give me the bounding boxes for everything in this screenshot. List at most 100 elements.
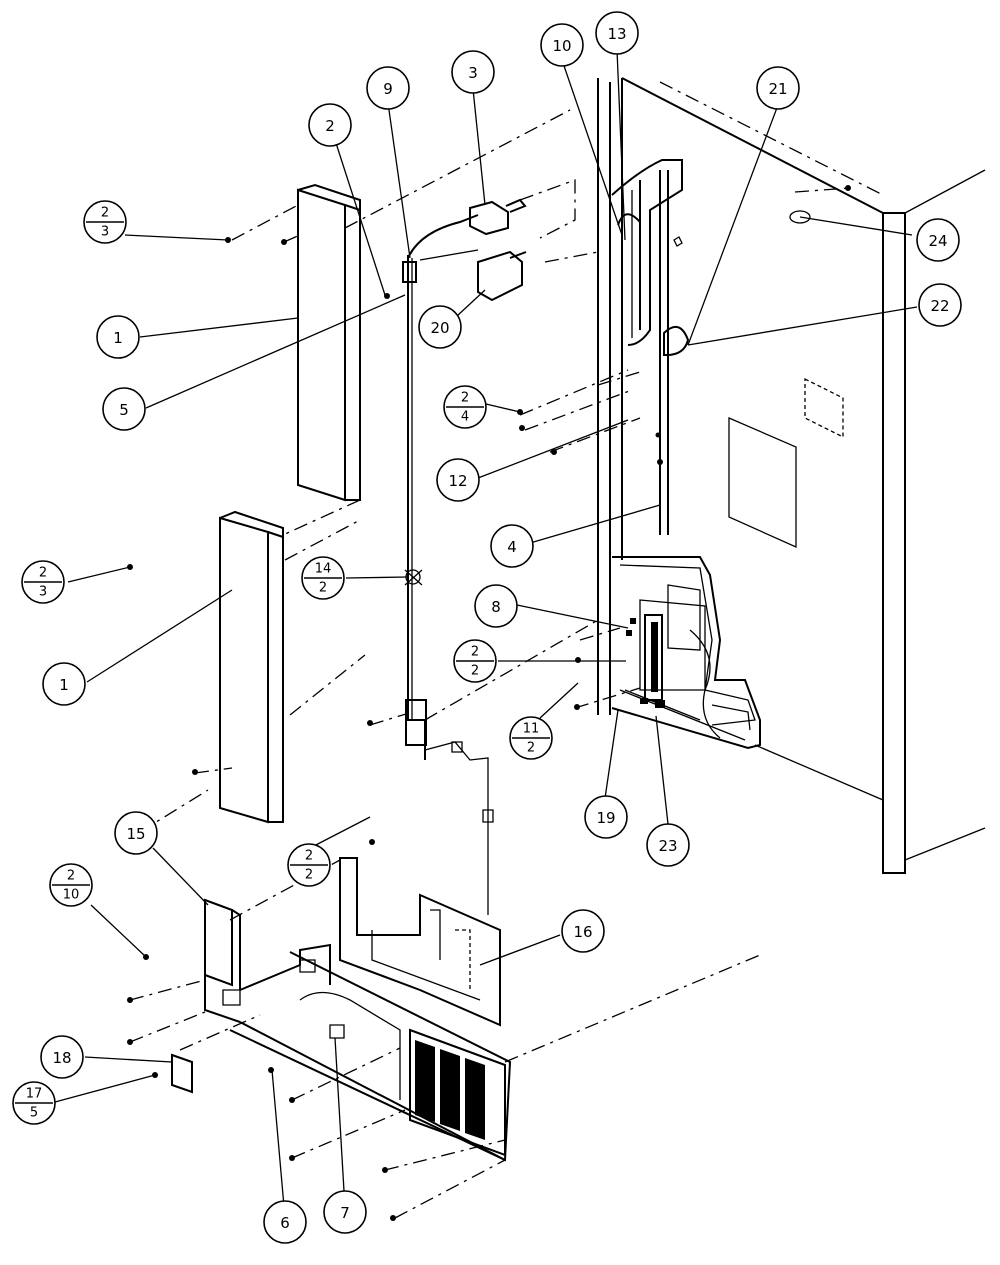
callout-c18: 18 xyxy=(40,1035,84,1079)
callout-c20: 20 xyxy=(418,305,462,349)
callout-number: 2 xyxy=(67,869,75,884)
callout-circle xyxy=(451,50,495,94)
callout-number: 13 xyxy=(607,25,626,43)
callout-number: 21 xyxy=(768,80,787,98)
base-assembly xyxy=(171,898,512,1162)
callout-c1b: 1 xyxy=(42,662,86,706)
callout-number: 20 xyxy=(430,319,449,337)
callout-c22: 22 xyxy=(918,283,962,327)
callout-circle xyxy=(263,1200,307,1244)
callout-quantity: 10 xyxy=(63,888,80,903)
callout-c7: 7 xyxy=(323,1190,367,1234)
callout-c4: 4 xyxy=(490,524,534,568)
callout-number: 15 xyxy=(126,825,145,843)
callout-circle xyxy=(918,283,962,327)
callout-number: 23 xyxy=(658,837,677,855)
callout-c5: 5 xyxy=(102,387,146,431)
callout-circle xyxy=(42,662,86,706)
callout-number: 3 xyxy=(468,64,478,82)
callout-quantity: 5 xyxy=(30,1106,38,1121)
callout-c2-4: 24 xyxy=(443,385,487,429)
callout-c2-3a: 23 xyxy=(83,200,127,244)
callout-number: 2 xyxy=(461,391,469,406)
callout-circle xyxy=(490,524,534,568)
callout-number: 6 xyxy=(280,1214,290,1232)
water-tube xyxy=(402,214,494,915)
callout-c12: 12 xyxy=(436,458,480,502)
callout-number: 18 xyxy=(52,1049,71,1067)
callout-circle xyxy=(474,584,518,628)
callout-leaders xyxy=(54,49,918,1219)
callout-circle xyxy=(366,66,410,110)
dispenser-channel xyxy=(611,159,690,535)
callout-c1a: 1 xyxy=(96,315,140,359)
callout-quantity: 4 xyxy=(461,410,469,425)
callout-c15: 15 xyxy=(114,811,158,855)
callout-number: 10 xyxy=(552,37,571,55)
callout-number: 22 xyxy=(930,297,949,315)
callout-c2-2a: 22 xyxy=(453,639,497,683)
callout-circle xyxy=(756,66,800,110)
callout-number: 5 xyxy=(119,401,129,419)
callout-c2-3b: 23 xyxy=(21,560,65,604)
callout-number: 2 xyxy=(39,566,47,581)
callout-c11-2: 112 xyxy=(509,716,553,760)
callout-c2-2b: 22 xyxy=(287,843,331,887)
callout-circle xyxy=(540,23,584,67)
callout-quantity: 3 xyxy=(101,225,109,240)
callout-circle xyxy=(114,811,158,855)
fasteners xyxy=(127,185,851,1221)
callout-quantity: 2 xyxy=(527,741,535,756)
callout-circle xyxy=(96,315,140,359)
callout-number: 7 xyxy=(340,1204,350,1222)
callout-circle xyxy=(595,11,639,55)
callout-number: 24 xyxy=(928,232,947,250)
callout-number: 1 xyxy=(113,329,123,347)
cabinet xyxy=(597,77,986,874)
callout-circle xyxy=(561,909,605,953)
callout-number: 11 xyxy=(523,722,540,737)
callout-quantity: 2 xyxy=(319,581,327,596)
callout-c14-2: 142 xyxy=(301,556,345,600)
panel-upper xyxy=(297,183,361,502)
callout-quantity: 3 xyxy=(39,585,47,600)
callout-number: 2 xyxy=(305,849,313,864)
callout-c24: 24 xyxy=(916,218,960,262)
callout-number: 1 xyxy=(59,676,69,694)
callout-number: 2 xyxy=(101,206,109,221)
callout-c23: 23 xyxy=(646,823,690,867)
callout-number: 2 xyxy=(325,117,335,135)
callout-c9: 9 xyxy=(366,66,410,110)
panel-lower xyxy=(219,510,284,824)
callout-number: 14 xyxy=(315,562,332,577)
callout-c2a: 2 xyxy=(308,103,352,147)
callout-c19: 19 xyxy=(584,795,628,839)
callout-c8: 8 xyxy=(474,584,518,628)
callout-c17-5: 175 xyxy=(12,1081,56,1125)
callout-number: 9 xyxy=(383,80,393,98)
dispenser-housing xyxy=(611,556,761,750)
callout-c21: 21 xyxy=(756,66,800,110)
callout-circle xyxy=(323,1190,367,1234)
callout-number: 17 xyxy=(26,1087,43,1102)
callout-quantity: 2 xyxy=(471,664,479,679)
callout-circle xyxy=(40,1035,84,1079)
callout-number: 8 xyxy=(491,598,501,616)
callout-quantity: 2 xyxy=(305,868,313,883)
bracket-16 xyxy=(339,857,501,1027)
valve-parts xyxy=(469,198,527,302)
callout-c2-10: 210 xyxy=(49,863,93,907)
callout-c10: 10 xyxy=(540,23,584,67)
callout-number: 19 xyxy=(596,809,615,827)
callout-circle xyxy=(916,218,960,262)
plug-24 xyxy=(789,210,811,224)
callout-c13: 13 xyxy=(595,11,639,55)
callout-circle xyxy=(436,458,480,502)
callout-circle xyxy=(102,387,146,431)
callout-c16: 16 xyxy=(561,909,605,953)
callout-circle xyxy=(418,305,462,349)
callout-c3: 3 xyxy=(451,50,495,94)
